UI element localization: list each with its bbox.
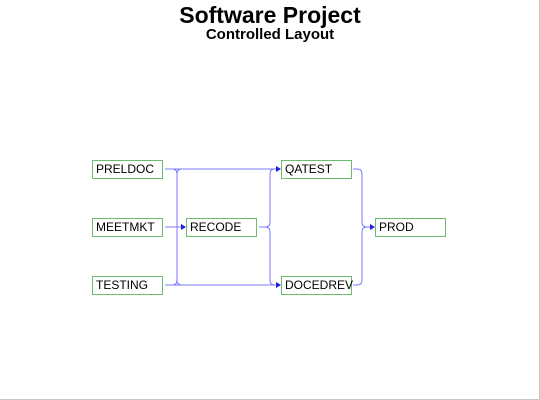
- diagram-subtitle: Controlled Layout: [205, 26, 335, 43]
- edge-docedrev-prod: [353, 226, 370, 286]
- edge-recode-docedrev: [259, 226, 276, 286]
- edge-qatest-prod: [353, 168, 370, 228]
- node-recode: RECODE: [186, 218, 257, 237]
- node-prod: PROD: [375, 218, 446, 237]
- node-testing: TESTING: [92, 276, 163, 295]
- diagram-title: Software Project: [179, 2, 361, 28]
- arrowhead-docedrev: [276, 282, 281, 288]
- node-qatest: QATEST: [281, 160, 352, 179]
- arrowhead-recode: [181, 224, 186, 230]
- node-meetmkt: MEETMKT: [92, 218, 163, 237]
- arrowhead-prod: [370, 224, 375, 230]
- arrowhead-qatest: [276, 166, 281, 172]
- edge-recode-qatest: [259, 168, 276, 228]
- node-preldoc: PRELDOC: [92, 160, 163, 179]
- node-docedrev: DOCEDREV: [281, 276, 353, 295]
